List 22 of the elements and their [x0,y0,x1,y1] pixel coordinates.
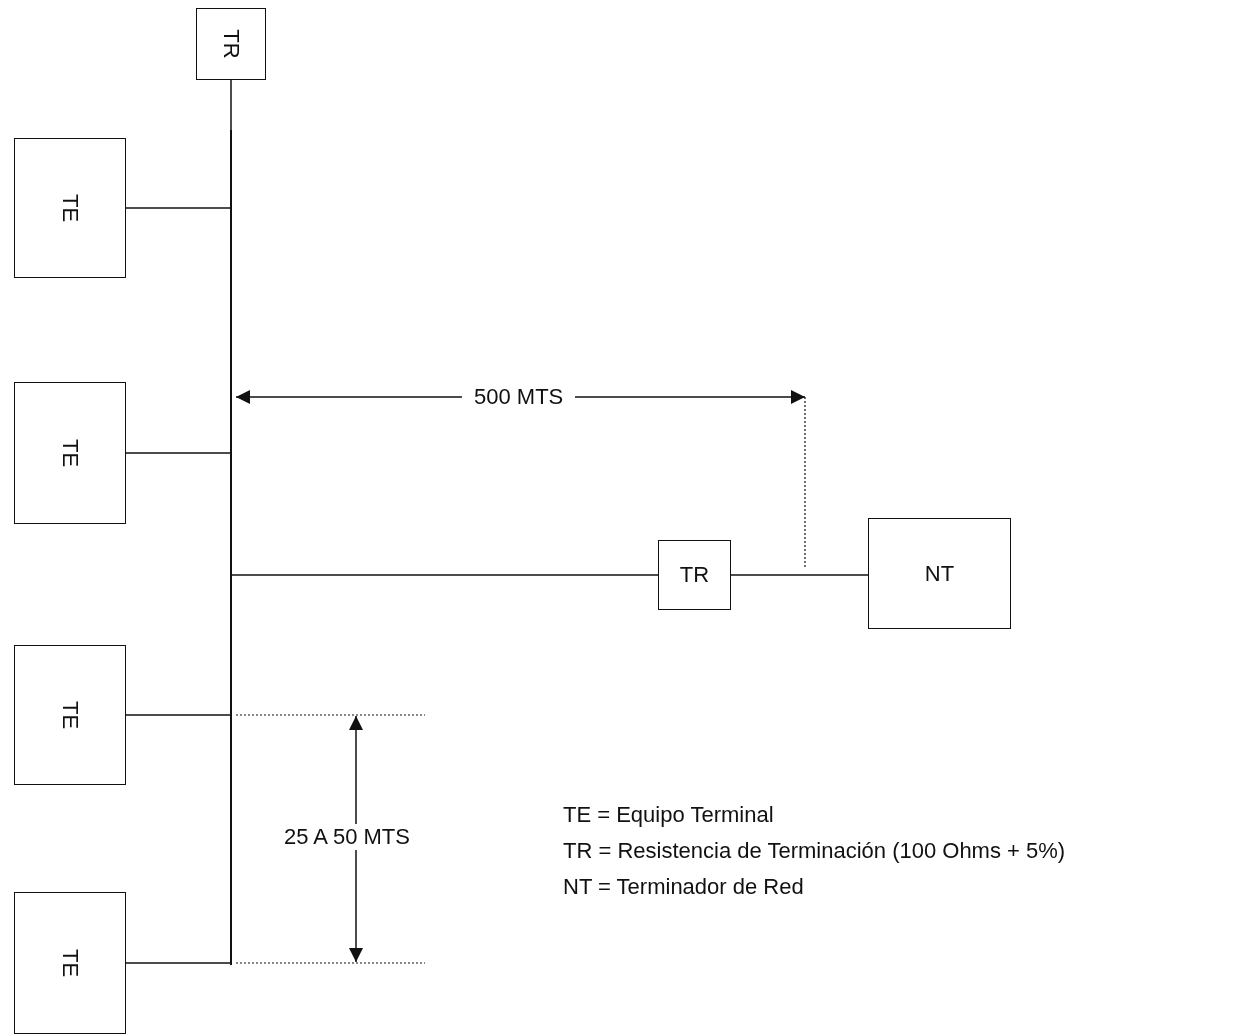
device-label: TE [57,948,83,978]
device-label: TE [57,193,83,223]
device-label: TR [218,29,244,59]
connector-line [125,962,231,964]
connector-line [125,207,231,209]
device-box [14,138,126,278]
device-box [14,645,126,785]
connector-line [125,452,231,454]
device-label: TR [679,562,710,588]
device-label: TE [57,700,83,730]
bus-line [230,130,232,965]
connector-line [230,79,232,131]
device-box [658,540,731,610]
device-box [868,518,1011,629]
device-box [14,892,126,1034]
device-label: NT [924,560,955,587]
device-box [14,382,126,524]
device-label: TE [57,438,83,468]
connector-line [231,574,659,576]
device-box [196,8,266,80]
connector-line [125,714,231,716]
connector-line [730,574,869,576]
